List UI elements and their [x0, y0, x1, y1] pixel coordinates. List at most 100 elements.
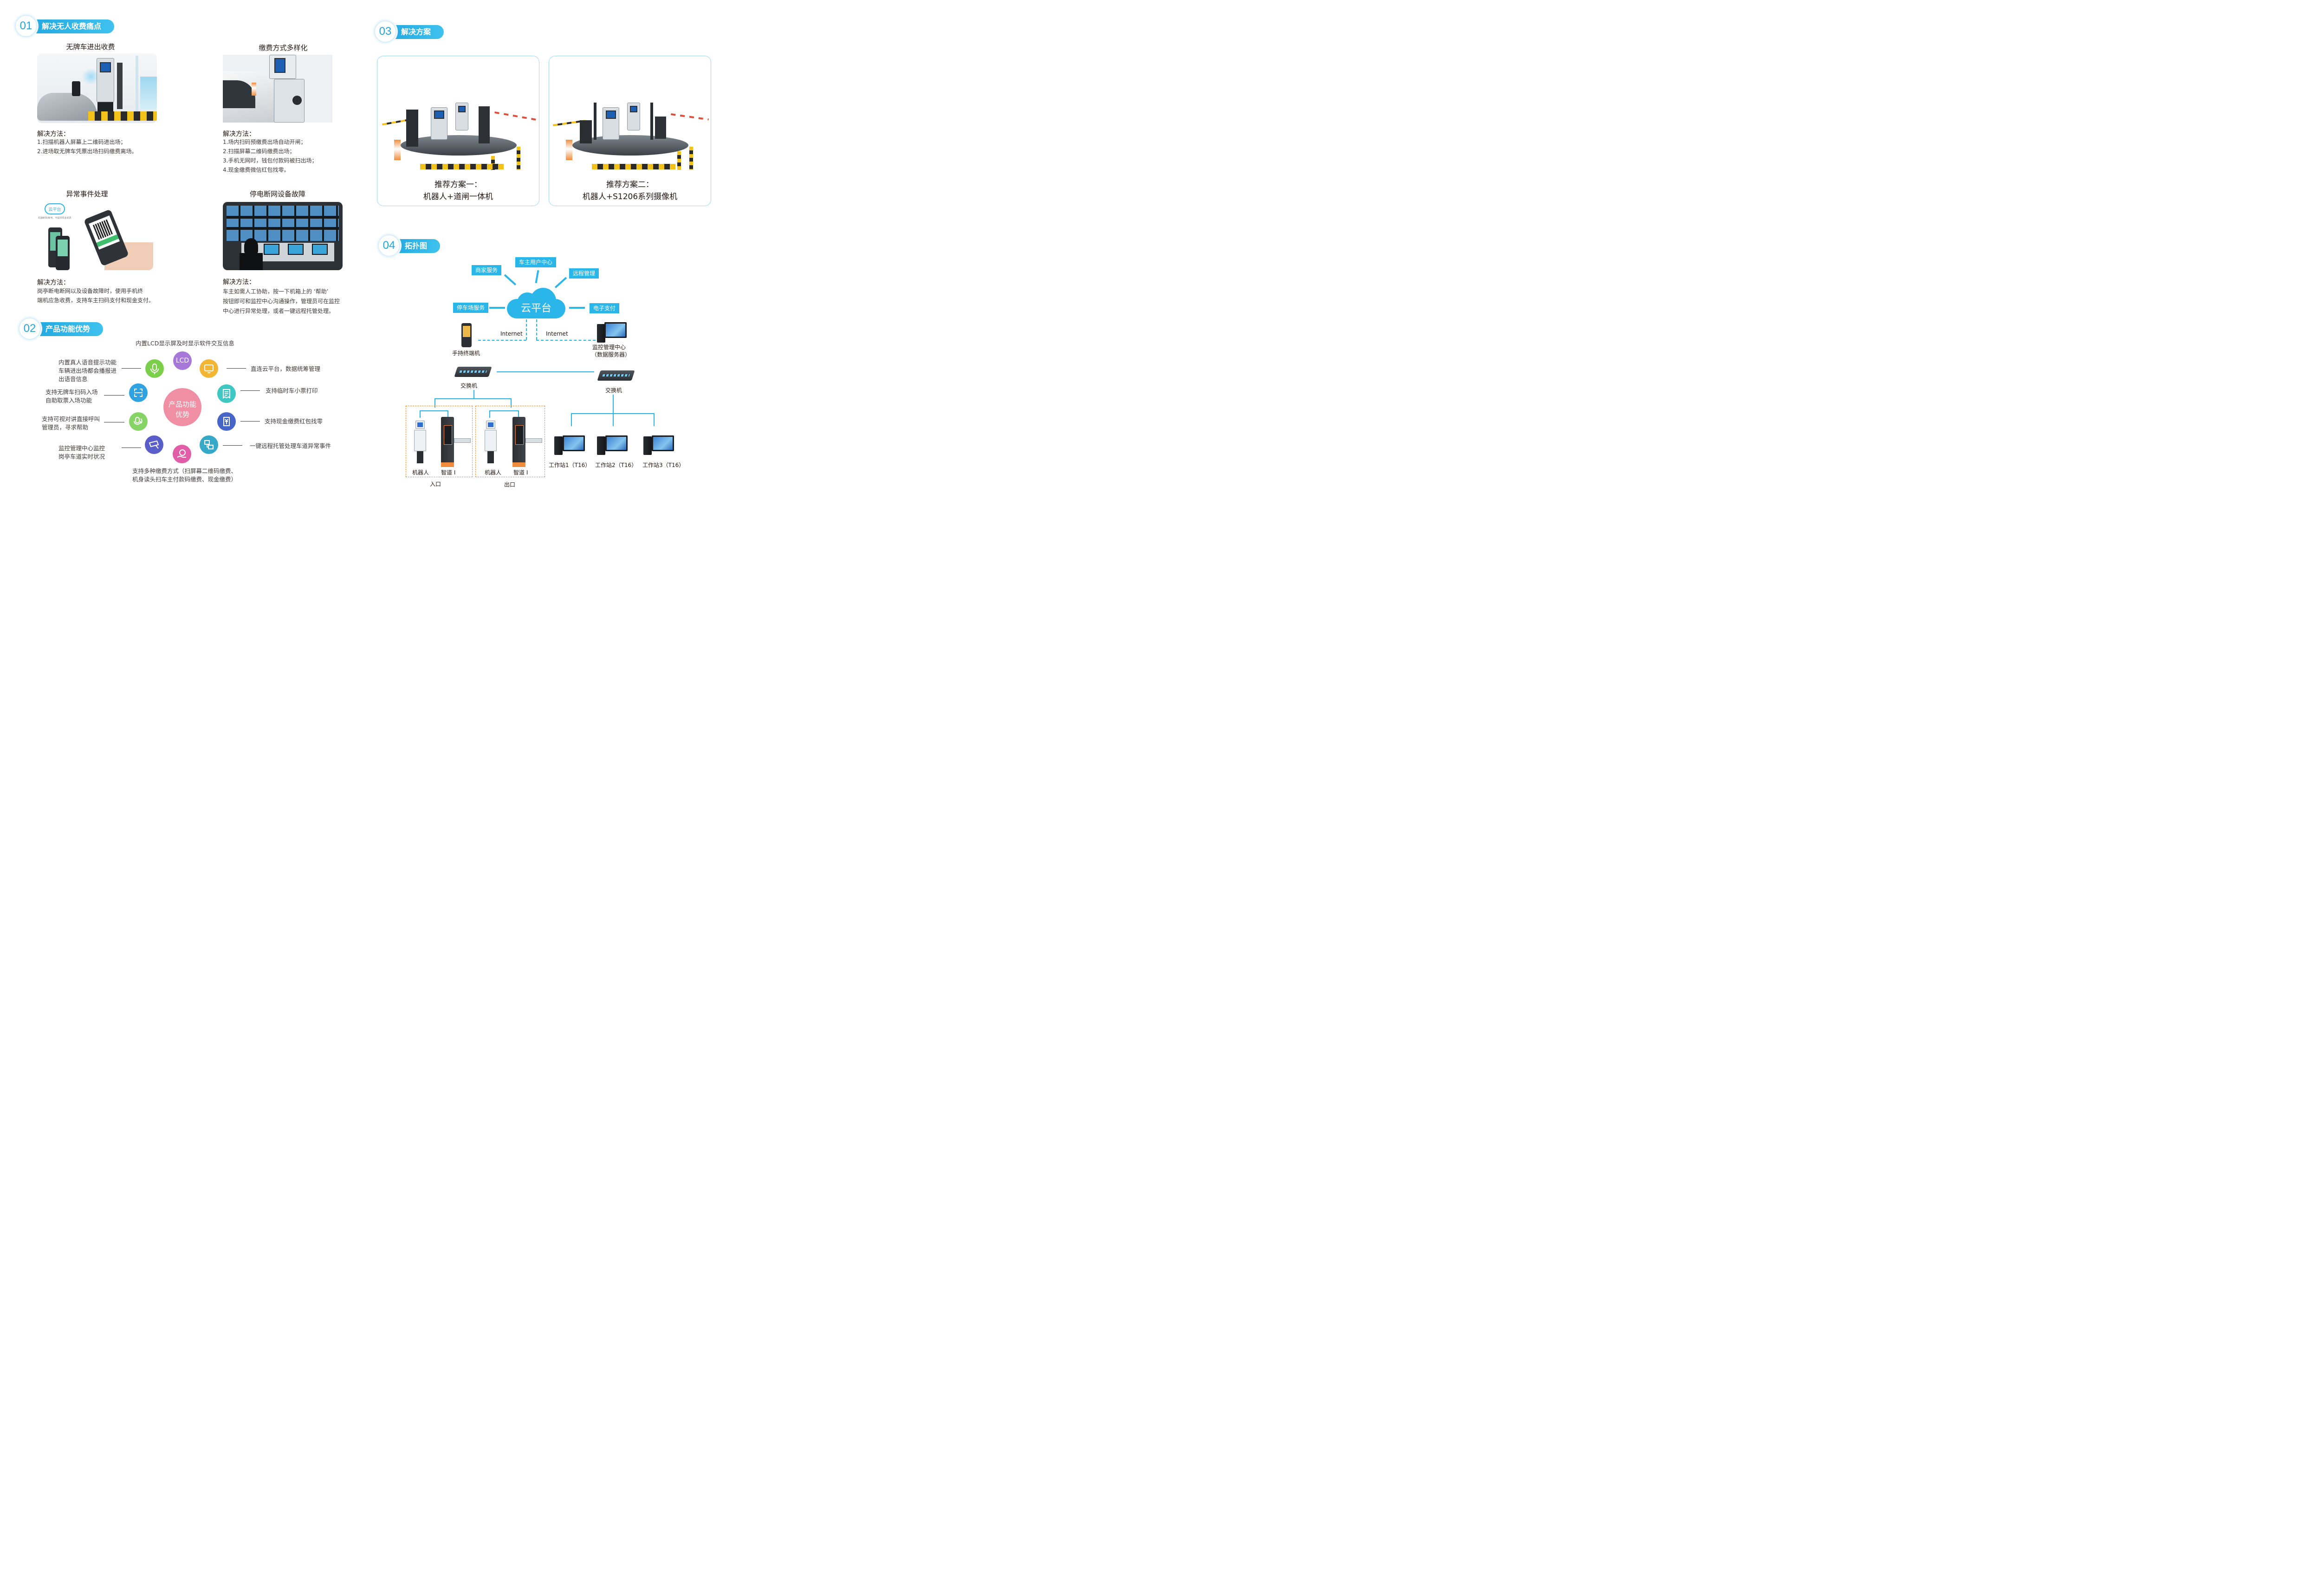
cloud-icon — [45, 203, 65, 214]
handheld-terminal-photo: 云平台 机器断网/断电，可提供现金收费 — [37, 201, 153, 270]
workstation-label: 工作站2（T16） — [595, 462, 637, 468]
section-title: 解决方案 — [390, 25, 449, 39]
exit-lane-box — [475, 406, 545, 477]
switch-label: 交换机 — [460, 383, 478, 389]
section-title: 拓扑图 — [394, 239, 445, 253]
feature-cloud-text: 直连云平台，数据统筹管理 — [251, 365, 321, 372]
camera-icon — [145, 435, 163, 454]
solution-line: 端机应急收费，支持车主扫码支付和现金支付。 — [37, 297, 155, 304]
scan-icon — [129, 383, 148, 402]
monitoring-center-sublabel: （数据服务器） — [591, 351, 631, 358]
workstation-tower-icon — [597, 436, 605, 455]
solution-label: 解决方法： — [37, 279, 70, 286]
feature-voice-text: 内置真人语音提示功能 — [58, 359, 117, 366]
internet-label: Internet — [546, 331, 568, 337]
gate-label: 智道 I — [513, 469, 528, 476]
solution-label: 解决方法： — [223, 279, 255, 286]
section-title: 解决无人收费痛点 — [31, 19, 119, 33]
workstation-tower-icon — [554, 436, 563, 455]
switch-icon — [454, 367, 492, 377]
entry-lane-box — [406, 406, 473, 477]
solution-line: 按钮即可和监控中心沟通操作，管理员可在监控 — [223, 298, 340, 305]
item-title: 无牌车进出收费 — [66, 43, 115, 51]
section-title: 产品功能优势 — [34, 322, 108, 336]
feature-lcd-text: 内置LCD显示屏及时显示软件交互信息 — [136, 340, 234, 347]
feature-pay-text: 支持多种缴费方式（扫屏幕二维码缴费、 — [132, 467, 237, 474]
feature-remote-text: 一键远程托管处理车道异常事件 — [250, 442, 331, 449]
section-number: 03 — [374, 20, 396, 43]
cloud-platform-icon — [507, 288, 565, 318]
section-number: 04 — [378, 234, 400, 257]
solution-line: 2.扫描屏幕二维码缴费出场； — [223, 148, 295, 155]
cloud-label: 云平台 — [48, 208, 61, 212]
section-number: 01 — [15, 15, 37, 37]
scheme-title: 推荐方案二： — [606, 180, 654, 189]
receipt-icon — [217, 384, 236, 403]
solution-line: 3.手机无网时，钱包付款码被扫出场； — [223, 157, 318, 164]
service-remote-management: 远程管理 — [569, 268, 599, 279]
service-e-payment: 电子支付 — [590, 303, 620, 313]
center-label-1: 产品功能 — [168, 400, 196, 409]
section-number: 02 — [19, 318, 41, 340]
service-parking: 停车场服务 — [453, 303, 489, 313]
barrier-gate-icon — [512, 417, 525, 467]
solution-line: 2.进场取无牌车凭票出场扫码缴费离场。 — [37, 148, 137, 155]
feature-pay-text: 机身读头扫车主付款码缴费、现金缴费） — [132, 476, 237, 483]
switch-label: 交换机 — [605, 387, 622, 394]
handheld-terminal-icon — [461, 323, 472, 347]
solution-label: 解决方法： — [37, 130, 70, 138]
solution-label: 解决方法： — [223, 130, 255, 138]
scheme-subtitle: 机器人+S1206系列摄像机 — [582, 192, 678, 201]
cloud-sublabel: 机器断网/断电，可提供现金收费 — [38, 217, 71, 220]
solution-line: 岗亭断电断网以及设备故障时，使用手机终 — [37, 288, 143, 294]
solution-line: 1.场内扫码预缴费出场自动开闸； — [223, 139, 306, 145]
solution-line: 中心进行异常处理，或者一键远程托管处理。 — [223, 308, 335, 314]
workstation-label: 工作站1（T16） — [549, 462, 591, 468]
server-monitor-icon — [604, 322, 627, 338]
cloud-monitor-icon — [200, 359, 218, 378]
scheme-title: 推荐方案一： — [434, 180, 482, 189]
remote-screens-icon — [200, 435, 218, 454]
unlicensed-car-photo — [37, 53, 157, 123]
robot-label: 机器人 — [485, 469, 502, 476]
feature-cash-text: 支持现金缴费红包找零 — [265, 418, 323, 425]
intercom-icon — [129, 412, 148, 431]
center-label-2: 优势 — [175, 410, 189, 419]
feature-scan-text: 支持无牌车扫码入场 — [45, 389, 98, 396]
solution-line: 1.扫描机器人屏幕上二维码进出场； — [37, 139, 126, 145]
center-circle — [163, 388, 201, 426]
workstation-monitor-icon — [563, 435, 585, 451]
feature-voice-text: 车辆进出场都会播报进 — [58, 367, 117, 374]
scheme-card-2: 推荐方案二： 机器人+S1206系列摄像机 — [549, 56, 711, 206]
gate-label: 智道 I — [441, 469, 456, 476]
feature-monitor-text: 监控管理中心监控 — [58, 445, 105, 452]
control-room-photo — [223, 202, 343, 270]
cash-change-icon — [217, 412, 236, 431]
cloud-platform-label: 云平台 — [520, 303, 551, 314]
item-title: 异常事件处理 — [66, 190, 108, 198]
robot-icon — [414, 421, 426, 463]
lcd-icon: LCD — [173, 351, 192, 370]
internet-label: Internet — [500, 331, 523, 337]
payment-hand-icon — [173, 445, 191, 463]
handheld-terminal-label: 手持终端机 — [452, 350, 480, 357]
workstation-monitor-icon — [652, 435, 674, 451]
workstation-tower-icon — [643, 436, 652, 455]
feature-voice-text: 出语音信息 — [58, 376, 88, 383]
entry-label: 入口 — [430, 481, 441, 487]
solution-line: 4.现金缴费微信红包找零。 — [223, 167, 290, 173]
robot-icon — [485, 421, 497, 463]
item-title: 缴费方式多样化 — [259, 44, 308, 52]
feature-scan-text: 自助取票入场功能 — [45, 397, 92, 404]
feature-ticket-text: 支持临时车小票打印 — [266, 387, 318, 394]
switch-icon — [597, 370, 635, 381]
exit-label: 出口 — [504, 481, 516, 488]
robot-label: 机器人 — [412, 469, 429, 476]
feature-intercom-text: 管理员，寻求帮助 — [42, 424, 89, 431]
workstation-monitor-icon — [605, 435, 628, 451]
item-title: 停电断网设备故障 — [249, 190, 305, 198]
microphone-icon — [145, 359, 164, 378]
feature-intercom-text: 支持可视对讲直接呼叫 — [42, 415, 100, 422]
workstation-label: 工作站3（T16） — [642, 462, 685, 468]
monitoring-center-label: 监控管理中心 — [592, 344, 626, 350]
